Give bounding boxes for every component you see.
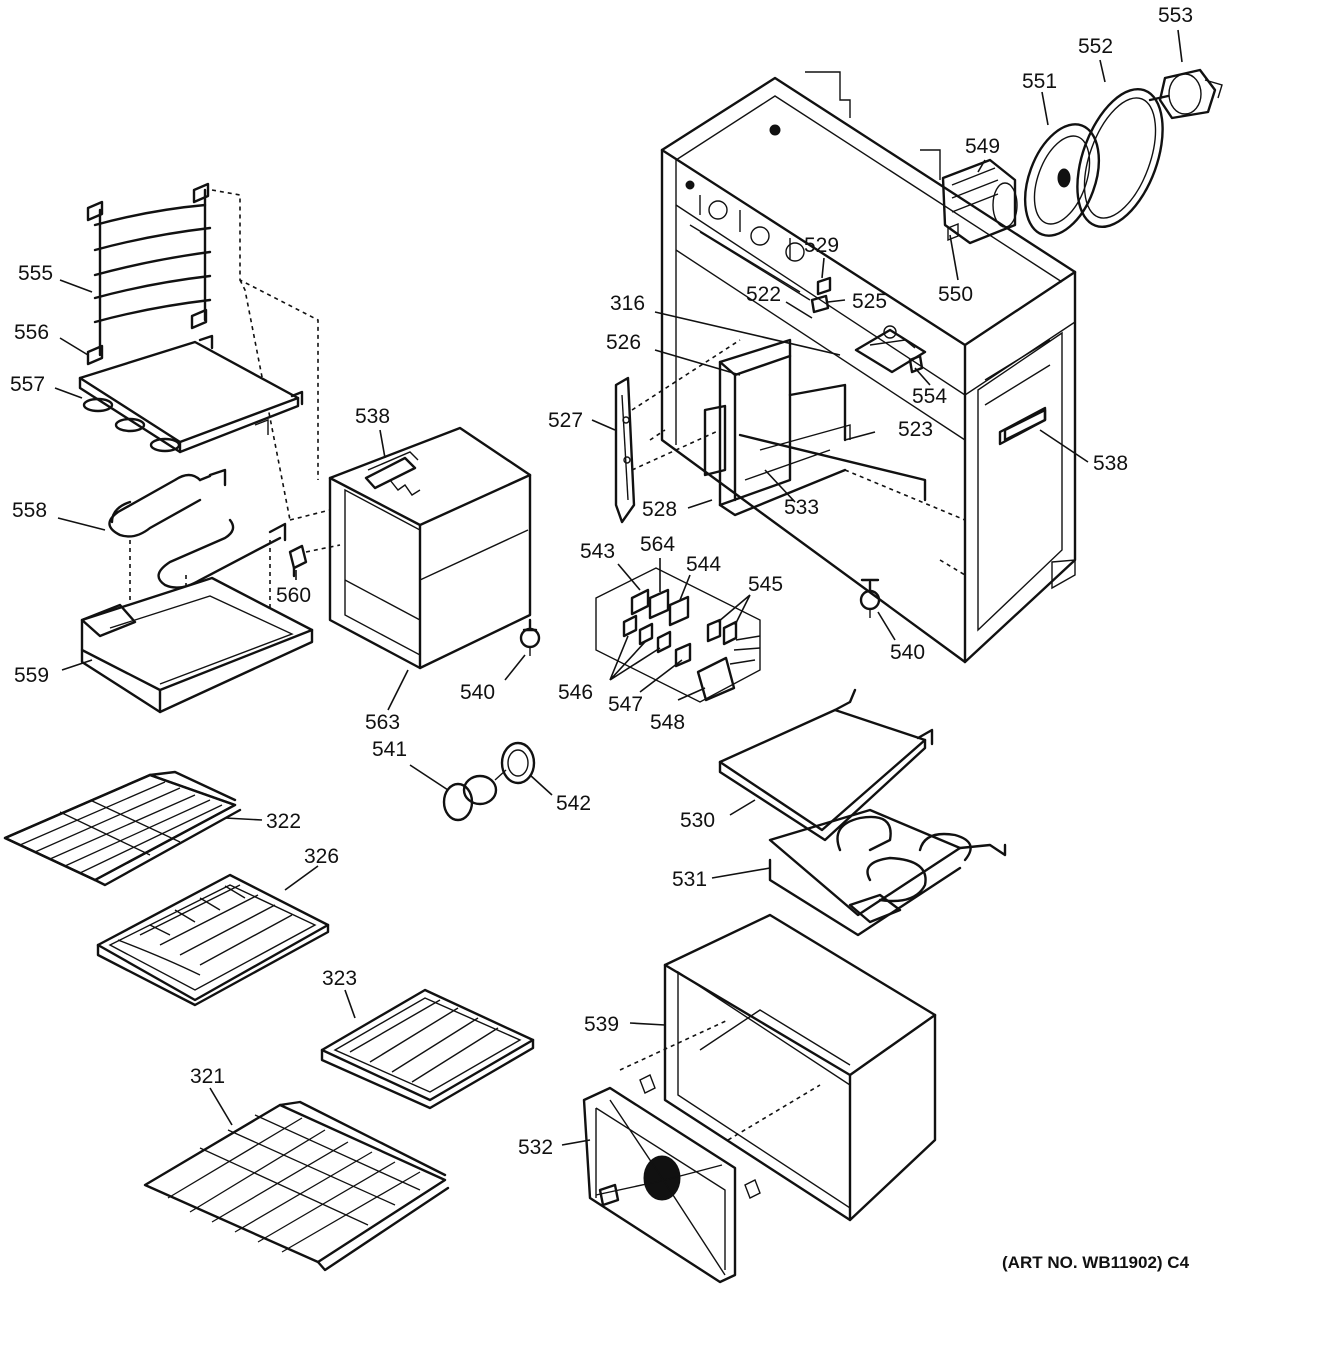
callout-543: 543 bbox=[580, 540, 615, 563]
callout-549: 549 bbox=[965, 135, 1000, 158]
controls-upper bbox=[810, 222, 959, 374]
callout-553: 553 bbox=[1158, 4, 1193, 27]
callout-529: 529 bbox=[804, 234, 839, 257]
bracket-560 bbox=[288, 544, 308, 578]
callout-542: 542 bbox=[556, 792, 591, 815]
rack-321 bbox=[143, 1100, 450, 1272]
callout-547: 547 bbox=[608, 693, 643, 716]
callout-541: 541 bbox=[372, 738, 407, 761]
oven-liner-563 bbox=[328, 426, 532, 670]
shelf-557 bbox=[78, 334, 304, 454]
drawer-back-532 bbox=[582, 1074, 761, 1284]
fan-baffle-552 bbox=[1076, 87, 1164, 229]
broil-pan-323 bbox=[320, 988, 535, 1110]
side-panel-527 bbox=[614, 376, 636, 524]
callout-551: 551 bbox=[1022, 70, 1057, 93]
callout-523: 523 bbox=[898, 418, 933, 441]
callout-563: 563 bbox=[365, 711, 400, 734]
callout-548: 548 bbox=[650, 711, 685, 734]
liner-handle-right bbox=[1003, 408, 1047, 442]
leader-lines bbox=[54, 29, 1183, 1146]
callout-538-right: 538 bbox=[1093, 452, 1128, 475]
callout-555: 555 bbox=[18, 262, 53, 285]
convection-motor-549 bbox=[941, 158, 1018, 245]
callout-316: 316 bbox=[610, 292, 645, 315]
sensor-540-left bbox=[519, 618, 541, 656]
callout-550: 550 bbox=[938, 283, 973, 306]
callout-531: 531 bbox=[672, 868, 707, 891]
broil-pan-326 bbox=[96, 873, 330, 1007]
callout-525: 525 bbox=[852, 290, 887, 313]
rack-322 bbox=[3, 770, 242, 887]
callout-560: 560 bbox=[276, 584, 311, 607]
oven-light bbox=[442, 741, 536, 822]
callout-545: 545 bbox=[748, 573, 783, 596]
fan-motor-553 bbox=[1148, 68, 1223, 120]
callout-557: 557 bbox=[10, 373, 45, 396]
callout-546: 546 bbox=[558, 681, 593, 704]
callout-559: 559 bbox=[14, 664, 49, 687]
callout-528: 528 bbox=[642, 498, 677, 521]
heat-shield-530 bbox=[718, 688, 934, 842]
callout-540-left: 540 bbox=[460, 681, 495, 704]
bake-element-558 bbox=[108, 468, 287, 589]
callout-326: 326 bbox=[304, 845, 339, 868]
art-number-label: (ART NO. WB11902) C4 bbox=[1002, 1253, 1190, 1272]
callout-522: 522 bbox=[746, 283, 781, 306]
rack-guides-555 bbox=[86, 182, 212, 366]
relay-board bbox=[595, 567, 761, 703]
sensor-540-right bbox=[859, 578, 881, 618]
callout-labels: 553 552 551 549 529 550 522 525 316 526 … bbox=[10, 4, 1193, 1159]
oven-body-frame bbox=[660, 71, 1077, 664]
callout-532: 532 bbox=[518, 1136, 553, 1159]
callout-526: 526 bbox=[606, 331, 641, 354]
callout-552: 552 bbox=[1078, 35, 1113, 58]
callout-321: 321 bbox=[190, 1065, 225, 1088]
callout-533: 533 bbox=[784, 496, 819, 519]
callout-322: 322 bbox=[266, 810, 301, 833]
callout-544: 544 bbox=[686, 553, 721, 576]
rack-support-frame bbox=[703, 338, 927, 517]
drawer-liner-539 bbox=[663, 913, 937, 1222]
callout-527: 527 bbox=[548, 409, 583, 432]
drip-pan-559 bbox=[80, 576, 314, 714]
callout-558: 558 bbox=[12, 499, 47, 522]
callout-539: 539 bbox=[584, 1013, 619, 1036]
callout-540-right: 540 bbox=[890, 641, 925, 664]
callout-538-left: 538 bbox=[355, 405, 390, 428]
callout-554: 554 bbox=[912, 385, 947, 408]
callout-323: 323 bbox=[322, 967, 357, 990]
callout-530: 530 bbox=[680, 809, 715, 832]
callout-564: 564 bbox=[640, 533, 675, 556]
callout-556: 556 bbox=[14, 321, 49, 344]
drawer-element-531 bbox=[768, 808, 1007, 937]
